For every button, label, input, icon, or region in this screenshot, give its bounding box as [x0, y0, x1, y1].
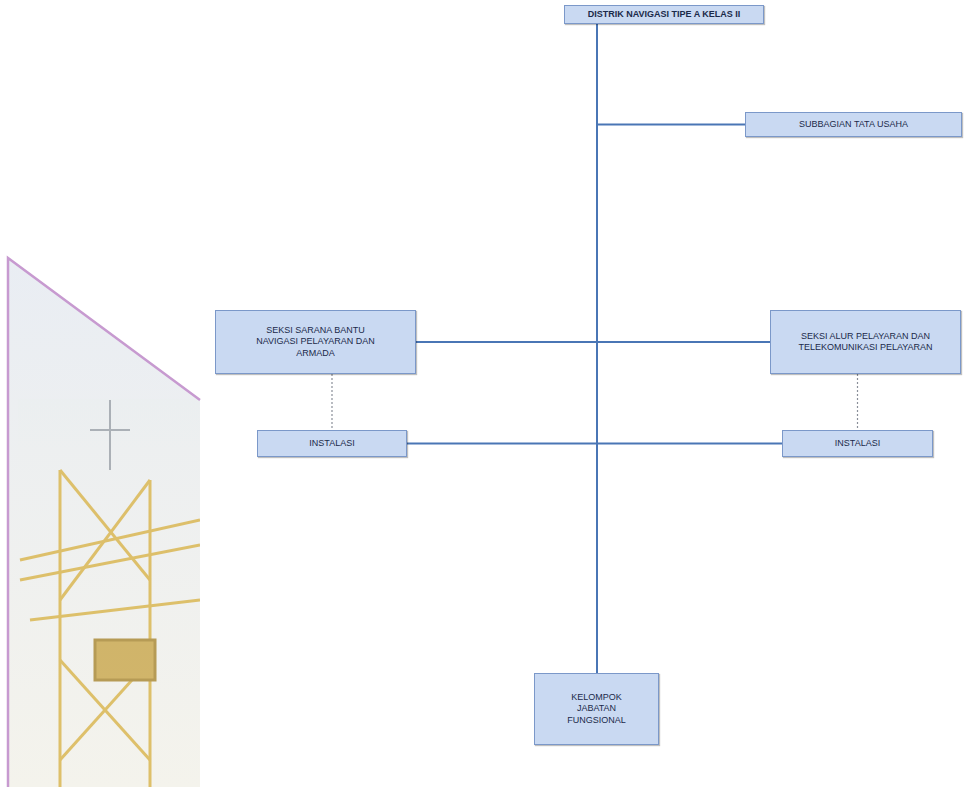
- box-label: SEKSI ALUR PELAYARAN DAN TELEKOMUNIKASI …: [797, 331, 934, 354]
- dotted-line: [857, 374, 858, 430]
- org-line: [597, 24, 770, 342]
- unit-box: KELOMPOK JABATAN FUNGSIONAL: [534, 673, 659, 745]
- org-line: [596, 24, 598, 673]
- box-label: INSTALASI: [309, 438, 354, 449]
- box-label: INSTALASI: [835, 438, 880, 449]
- unit-box: INSTALASI: [257, 430, 407, 457]
- box-label: SUBBAGIAN TATA USAHA: [799, 119, 908, 130]
- dotted-line: [331, 374, 332, 430]
- unit-box: SEKSI ALUR PELAYARAN DAN TELEKOMUNIKASI …: [770, 310, 961, 374]
- box-label: DISTRIK NAVIGASI TIPE A KELAS II: [588, 9, 741, 20]
- org-line: [597, 24, 745, 124]
- box-label: SEKSI SARANA BANTU NAVIGASI PELAYARAN DA…: [246, 325, 385, 359]
- org-line: [416, 24, 597, 342]
- unit-box: SUBBAGIAN TATA USAHA: [745, 112, 962, 137]
- unit-box: SEKSI SARANA BANTU NAVIGASI PELAYARAN DA…: [215, 310, 416, 374]
- org-line: [597, 24, 782, 443]
- org-line: [407, 24, 597, 443]
- unit-box: INSTALASI: [782, 430, 933, 457]
- photo-panel: [8, 258, 200, 787]
- head-box: DISTRIK NAVIGASI TIPE A KELAS II: [564, 5, 764, 24]
- panel-outline: [8, 258, 200, 787]
- box-label: KELOMPOK JABATAN FUNGSIONAL: [555, 692, 638, 726]
- crane-illustration: [20, 400, 200, 787]
